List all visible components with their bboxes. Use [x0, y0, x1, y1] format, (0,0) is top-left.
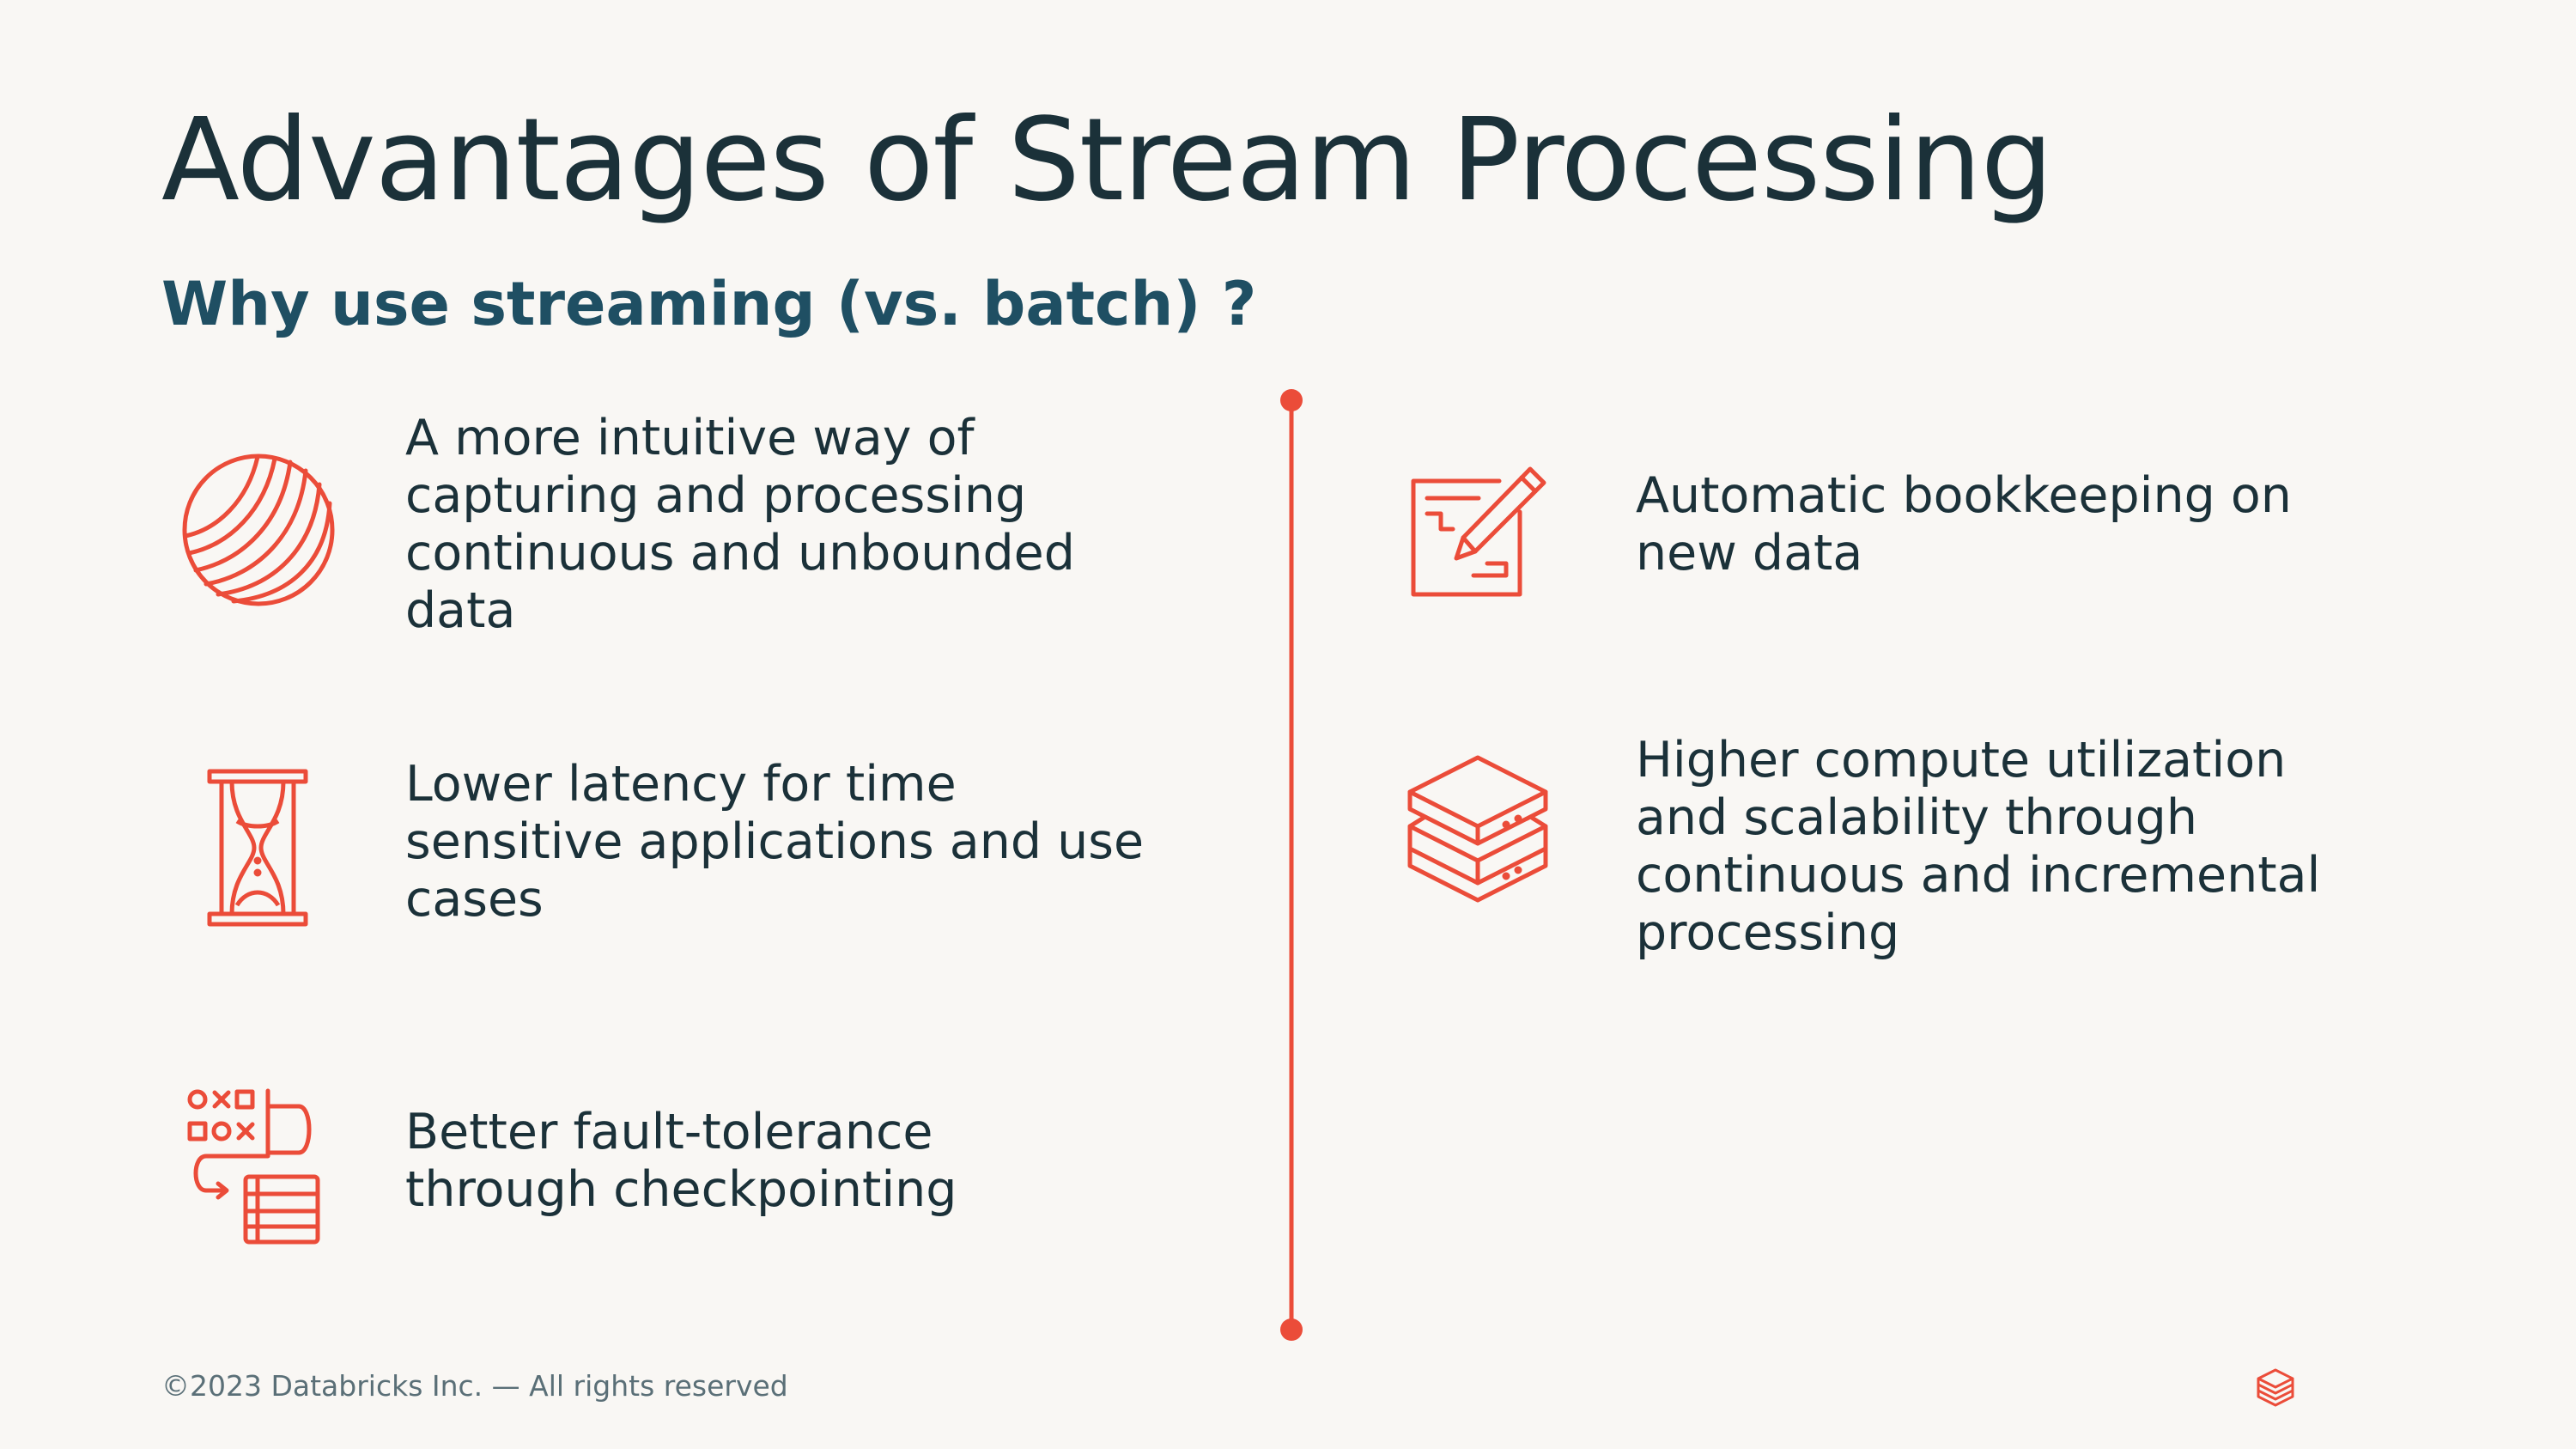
item-line: through checkpointing	[405, 1161, 957, 1218]
list-item: Higher compute utilization and scalabili…	[1636, 732, 2320, 962]
item-line: A more intuitive way of	[405, 410, 975, 466]
copyright-footer: ©2023 Databricks Inc. — All rights reser…	[161, 1369, 788, 1403]
list-item: Automatic bookkeeping on new data	[1636, 467, 2292, 582]
slide-subtitle: Why use streaming (vs. batch) ?	[161, 269, 1257, 339]
list-item: Lower latency for time sensitive applica…	[405, 756, 1144, 928]
item-line: sensitive applications and use	[405, 813, 1145, 870]
list-item: A more intuitive way of capturing and pr…	[405, 410, 1075, 640]
item-line: new data	[1636, 525, 1863, 581]
list-item: Better fault-tolerance through checkpoin…	[405, 1104, 957, 1219]
item-line: continuous and incremental	[1636, 847, 2321, 904]
item-line: capturing and processing	[405, 467, 1027, 524]
stream-waves-icon	[179, 450, 338, 610]
layers-stack-icon	[1405, 752, 1551, 907]
checkpoint-flow-icon	[185, 1087, 323, 1245]
hourglass-icon	[206, 768, 309, 928]
slide-title: Advantages of Stream Processing	[161, 94, 2053, 227]
databricks-logo-icon	[2255, 1367, 2296, 1410]
item-line: Better fault-tolerance	[405, 1104, 933, 1160]
item-line: data	[405, 582, 516, 639]
item-line: Lower latency for time	[405, 756, 957, 813]
item-line: continuous and unbounded	[405, 525, 1075, 581]
item-line: processing	[1636, 904, 1900, 961]
edit-document-icon	[1410, 464, 1549, 598]
item-line: Higher compute utilization	[1636, 732, 2287, 788]
column-divider	[1280, 388, 1303, 1342]
item-line: cases	[405, 871, 544, 928]
item-line: and scalability through	[1636, 789, 2197, 846]
item-line: Automatic bookkeeping on	[1636, 467, 2292, 524]
